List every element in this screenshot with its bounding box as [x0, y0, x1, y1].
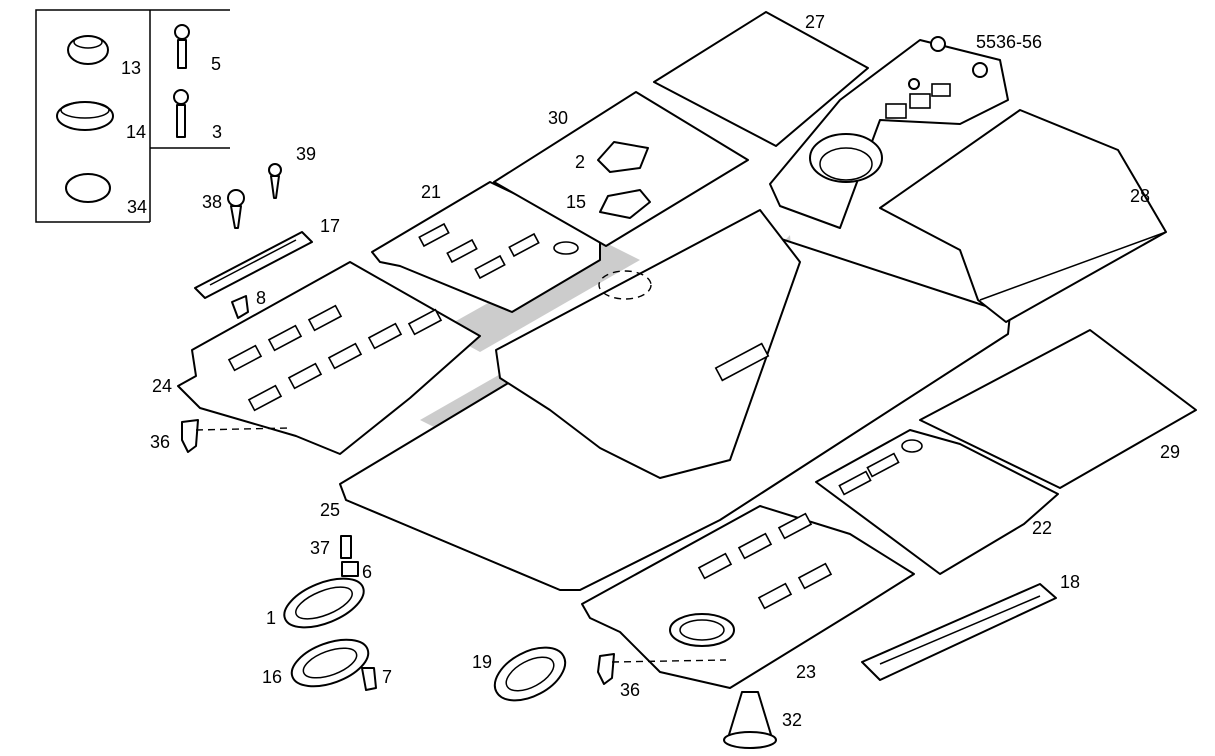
label-18: 18 [1060, 572, 1080, 592]
label-25: 25 [320, 500, 340, 520]
diagram-code: 5536-56 [976, 32, 1042, 52]
label-28: 28 [1130, 186, 1150, 206]
panel-28 [879, 109, 1167, 323]
panel-29 [919, 329, 1197, 489]
screw-39 [268, 163, 282, 199]
label-19: 19 [472, 652, 492, 672]
inset-box [35, 9, 230, 223]
label-36-left: 36 [150, 432, 170, 452]
mat-24 [177, 261, 481, 455]
strip-17 [194, 231, 313, 299]
label-7: 7 [382, 667, 392, 687]
label-30: 30 [548, 108, 568, 128]
label-37: 37 [310, 538, 330, 558]
tunnel-cover [495, 209, 801, 479]
screw-5 [174, 24, 190, 69]
label-34: 34 [127, 197, 147, 217]
label-1: 1 [266, 608, 276, 628]
label-23: 23 [796, 662, 816, 682]
panel-30 [493, 91, 749, 247]
screw-38 [227, 189, 245, 229]
plug-34 [65, 173, 111, 203]
clip-36-right [597, 653, 727, 685]
clip-8 [231, 295, 249, 319]
label-17: 17 [320, 216, 340, 236]
part-labels: 5536-56 13 5 14 3 34 39 38 17 8 21 30 2 … [121, 12, 1180, 730]
mat-23 [581, 505, 915, 689]
bolt-37 [340, 535, 352, 559]
label-24: 24 [152, 376, 172, 396]
clip-36-left [181, 419, 291, 453]
label-3: 3 [212, 122, 222, 142]
label-8: 8 [256, 288, 266, 308]
console [769, 36, 1009, 229]
label-32: 32 [782, 710, 802, 730]
seal-16 [290, 638, 370, 688]
sill-strip-18 [861, 583, 1057, 681]
boot-32 [723, 691, 777, 749]
label-22: 22 [1032, 518, 1052, 538]
label-14: 14 [126, 122, 146, 142]
label-27: 27 [805, 12, 825, 32]
panel-27 [653, 11, 869, 147]
label-29: 29 [1160, 442, 1180, 462]
label-5: 5 [211, 54, 221, 74]
clip-7 [361, 667, 377, 691]
label-13: 13 [121, 58, 141, 78]
seal-1 [283, 577, 365, 629]
screw-3 [173, 89, 189, 138]
label-38: 38 [202, 192, 222, 212]
label-16: 16 [262, 667, 282, 687]
label-39: 39 [296, 144, 316, 164]
nut-6 [341, 561, 359, 577]
mat-22 [815, 429, 1059, 575]
label-36-right: 36 [620, 680, 640, 700]
label-21: 21 [421, 182, 441, 202]
label-15: 15 [566, 192, 586, 212]
mat-21 [371, 181, 601, 313]
seal-19 [493, 646, 567, 702]
plug-14 [56, 101, 114, 131]
plug-13 [67, 35, 109, 65]
label-2: 2 [575, 152, 585, 172]
label-6: 6 [362, 562, 372, 582]
